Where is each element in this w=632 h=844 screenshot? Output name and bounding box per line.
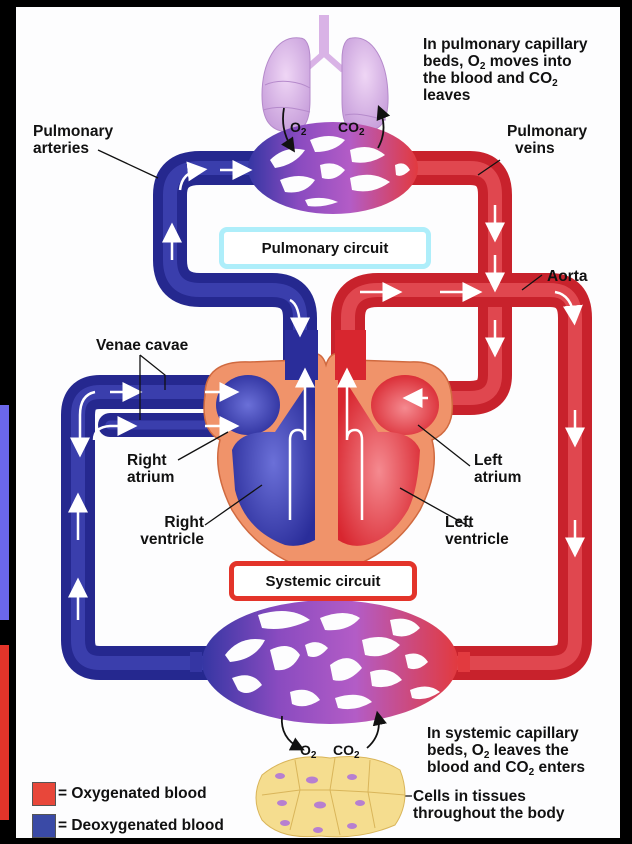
legend-label-deoxygenated: = Deoxygenated blood bbox=[58, 817, 224, 834]
label-left-ventricle: Left ventricle bbox=[445, 514, 509, 548]
label-pulmonary-arteries: Pulmonary arteries bbox=[33, 123, 114, 157]
gas-o2-bottom: O2 bbox=[300, 742, 317, 761]
pulmonary-capillary-note: In pulmonary capillary beds, O2 moves in… bbox=[423, 36, 588, 104]
pulmonary-circuit-box: Pulmonary circuit bbox=[219, 227, 431, 269]
note-line: leaves bbox=[423, 87, 471, 104]
note-line: beds, O2 leaves the bbox=[427, 742, 569, 761]
legend-label-oxygenated: = Oxygenated blood bbox=[58, 785, 207, 802]
label-aorta: Aorta bbox=[547, 268, 588, 285]
systemic-capillary-note: In systemic capillary beds, O2 leaves th… bbox=[427, 725, 586, 778]
gas-exchange-arrows bbox=[280, 104, 391, 751]
label-pulmonary-veins: Pulmonary veins bbox=[507, 123, 588, 157]
pulmonary-capillary-bed bbox=[248, 122, 418, 214]
side-bar-blue bbox=[0, 405, 9, 620]
note-line: blood and CO2 enters bbox=[427, 759, 586, 778]
gas-o2-top: O2 bbox=[290, 119, 307, 138]
note-line: In systemic capillary bbox=[427, 725, 579, 742]
systemic-circuit-box: Systemic circuit bbox=[229, 561, 417, 601]
side-bar-red bbox=[0, 645, 9, 820]
label-venae-cavae: Venae cavae bbox=[96, 337, 189, 354]
legend-swatch-oxygenated bbox=[32, 782, 56, 806]
note-line: In pulmonary capillary bbox=[423, 36, 588, 53]
heart bbox=[203, 330, 454, 576]
label-right-atrium: Right atrium bbox=[127, 452, 175, 486]
legend-swatch-deoxygenated bbox=[32, 814, 56, 838]
note-line: the blood and CO2 bbox=[423, 70, 558, 89]
flow-arrows bbox=[68, 160, 585, 620]
label-left-atrium: Left atrium bbox=[474, 452, 522, 486]
note-line: beds, O2 moves into bbox=[423, 53, 572, 72]
gas-co2-bottom: CO2 bbox=[333, 742, 360, 761]
systemic-capillary-bed bbox=[190, 600, 470, 724]
lungs bbox=[261, 15, 389, 133]
gas-co2-top: CO2 bbox=[338, 119, 365, 138]
label-tissue-cells: Cells in tissues throughout the body bbox=[413, 788, 565, 822]
label-right-ventricle: Right ventricle bbox=[140, 514, 204, 548]
leader-lines bbox=[97, 149, 543, 797]
tissue-cells bbox=[255, 756, 406, 838]
